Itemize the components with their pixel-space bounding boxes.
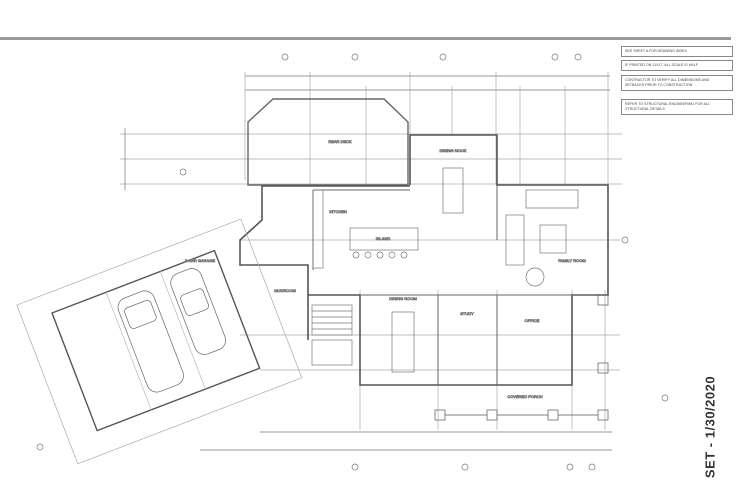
garage — [16, 218, 303, 465]
general-note-1: SEE SHEET A FOR DRAWING INDEX — [621, 46, 733, 57]
general-note-2: IF PRINTED ON 11X17, ALL SCALE IS HALF — [621, 60, 733, 71]
interior-walls — [312, 185, 608, 385]
sheet-border-line — [0, 37, 731, 40]
general-note-3: CONTRACTOR TO VERIFY ALL DIMENSIONS AND … — [621, 75, 733, 91]
mudroom-label: MUDROOM — [274, 288, 296, 293]
family-room-furniture — [505, 189, 579, 287]
porch-columns — [434, 294, 609, 421]
nook-table — [442, 167, 464, 214]
section-markers — [36, 53, 669, 471]
car-icon — [170, 268, 226, 355]
dining-nook-label: DINING NOOK — [440, 148, 467, 153]
rear-deck-outline — [247, 98, 409, 186]
family-room-label: FAMILY ROOM — [558, 258, 585, 263]
garage-label: 2 CAR GARAGE — [185, 258, 215, 263]
car-icon — [117, 290, 184, 393]
stamp-text: SET - 1/30/2020 — [702, 375, 718, 479]
issue-date-stamp: SET - 1/30/2020 — [690, 372, 730, 482]
dining-table — [391, 311, 415, 373]
kitchen-island — [349, 227, 419, 251]
staircase — [311, 304, 353, 366]
general-note-4: REFER TO STRUCTURAL ENGINEERING FOR ALL … — [621, 99, 733, 115]
kitchen-label: KITCHEN — [329, 209, 347, 214]
study-label: STUDY — [460, 311, 474, 316]
dining-room-label: DINING ROOM — [389, 296, 417, 301]
exterior-walls — [239, 134, 609, 386]
kitchen-counter — [312, 189, 324, 269]
bottom-dimension-lines — [200, 431, 612, 451]
top-dimension-lines — [244, 72, 610, 185]
covered-porch-label: COVERED PORCH — [507, 394, 542, 399]
rear-deck-label: REAR DECK — [328, 139, 352, 144]
island-stools — [352, 251, 408, 259]
island-label: ISLAND — [376, 236, 391, 241]
office-label: OFFICE — [525, 318, 540, 323]
